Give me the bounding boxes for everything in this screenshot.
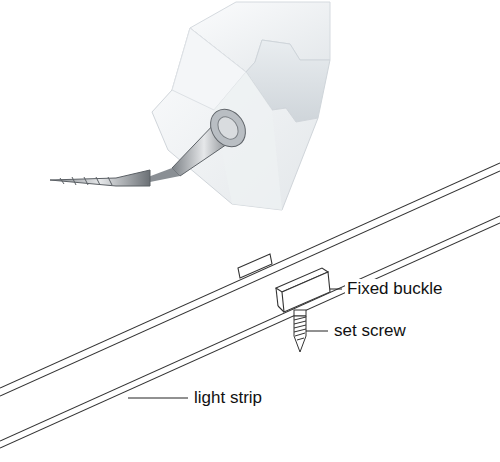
part-label: Fixed buckle bbox=[345, 279, 444, 299]
clip-photo bbox=[50, 2, 330, 210]
leader-line bbox=[128, 289, 342, 398]
set-screw bbox=[294, 310, 306, 352]
light-strip bbox=[0, 163, 500, 448]
buckle bbox=[238, 254, 272, 278]
screw bbox=[50, 102, 253, 186]
part-label: light strip bbox=[192, 388, 264, 408]
fixed-buckle bbox=[276, 268, 330, 312]
part-label: set screw bbox=[332, 321, 408, 341]
